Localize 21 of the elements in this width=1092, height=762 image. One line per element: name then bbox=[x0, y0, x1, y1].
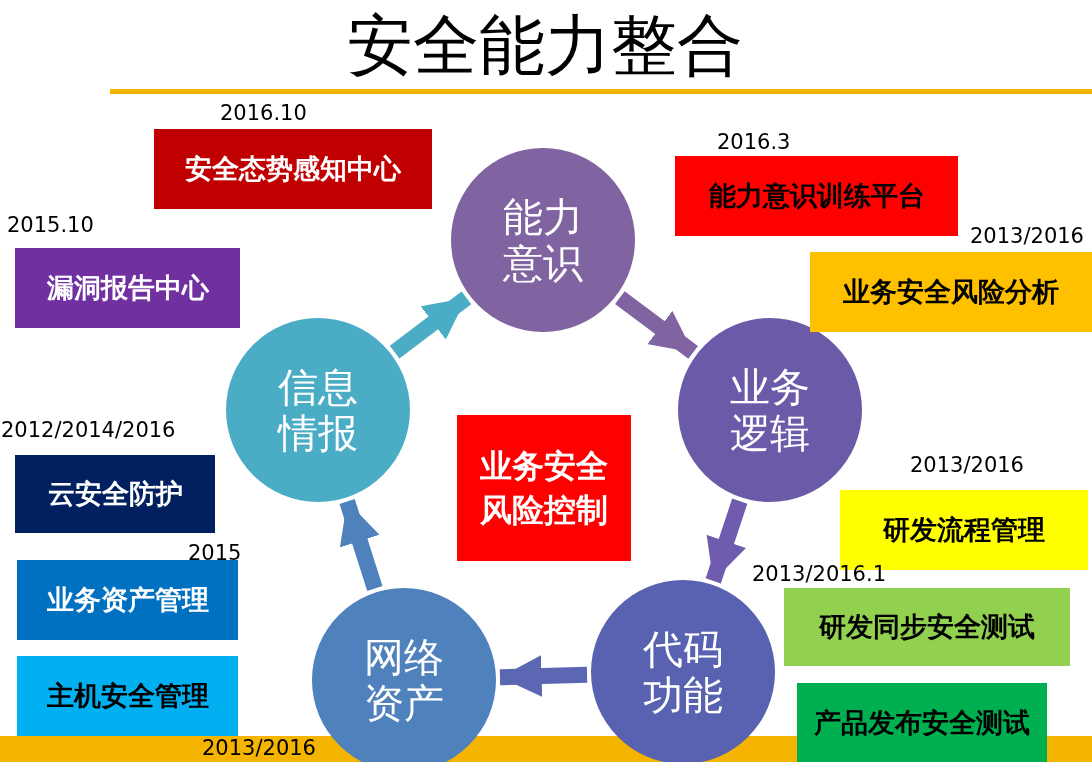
date-label: 2016.3 bbox=[717, 130, 791, 154]
label-box: 安全态势感知中心 bbox=[154, 129, 432, 209]
center-box: 业务安全风险控制 bbox=[457, 415, 631, 561]
date-label: 2012/2014/2016 bbox=[1, 418, 176, 442]
date-label: 2013/2016 bbox=[970, 224, 1084, 248]
circle-node: 信息情报 bbox=[226, 318, 410, 502]
title: 安全能力整合 bbox=[346, 6, 744, 86]
circle-node: 代码功能 bbox=[591, 580, 775, 762]
label-box: 漏洞报告中心 bbox=[15, 248, 240, 328]
date-label: 2015.10 bbox=[7, 213, 94, 237]
label-box: 能力意识训练平台 bbox=[675, 156, 958, 236]
circle-node: 能力意识 bbox=[451, 148, 635, 332]
date-label: 2013/2016 bbox=[910, 453, 1024, 477]
label-box: 主机安全管理 bbox=[17, 656, 238, 736]
date-label: 2016.10 bbox=[220, 101, 307, 125]
circle-node: 业务逻辑 bbox=[678, 318, 862, 502]
label-box: 业务资产管理 bbox=[17, 560, 238, 640]
label-box: 产品发布安全测试 bbox=[797, 683, 1047, 762]
label-box: 研发同步安全测试 bbox=[784, 588, 1070, 666]
label-box: 云安全防护 bbox=[15, 455, 215, 533]
label-box: 业务安全风险分析 bbox=[810, 252, 1092, 332]
